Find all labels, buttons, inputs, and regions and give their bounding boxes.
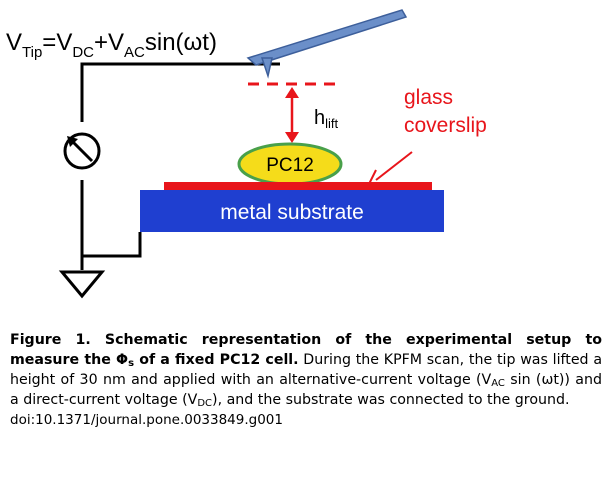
caption-body-part2: sin (ωt)) and a direct-current voltage (… (10, 372, 602, 408)
caption-body-part3: ), and the substrate was connected to th… (212, 392, 570, 408)
schematic-figure: VTip=VDC+VACsin(ωt) (6, 9, 487, 299)
glass-label: glass (404, 86, 453, 109)
coverslip-pointer-arrow (366, 151, 413, 188)
wire-top (80, 62, 280, 122)
glass-coverslip (164, 182, 432, 190)
ac-subscript: AC (491, 378, 505, 389)
caption-text: Figure 1. Schematic representation of th… (10, 330, 602, 410)
caption-body-part1: During the KPFM scan, the tip was lifted… (10, 352, 603, 388)
ground-icon (58, 270, 106, 299)
pc12-cell-label: PC12 (266, 155, 314, 176)
figure-label: Figure 1. (10, 332, 91, 348)
doi-text: doi:10.1371/journal.pone.0033849.g001 (10, 412, 283, 428)
schematic-svg: VTip=VDC+VACsin(ωt) (6, 9, 487, 299)
caption-title-part1: Schematic representation of the experime… (10, 332, 602, 368)
wire-substrate (82, 232, 142, 258)
lift-height-label: hlift (314, 107, 339, 131)
caption-title-part2: of a fixed PC12 cell. (134, 352, 299, 368)
circuit-wires (80, 62, 280, 270)
voltmeter-icon (63, 132, 101, 170)
metal-substrate-label: metal substrate (220, 201, 364, 224)
lift-height-arrow (285, 87, 299, 143)
tip-voltage-equation: VTip=VDC+VACsin(ωt) (6, 29, 217, 61)
phi-symbol: Φ (116, 352, 129, 368)
figure-caption: Figure 1. Schematic representation of th… (10, 330, 602, 430)
dc-subscript: DC (197, 398, 213, 409)
coverslip-label: coverslip (404, 114, 487, 137)
cantilever-tip (246, 9, 408, 79)
metal-substrate (140, 190, 444, 232)
phi-subscript: s (128, 358, 135, 369)
